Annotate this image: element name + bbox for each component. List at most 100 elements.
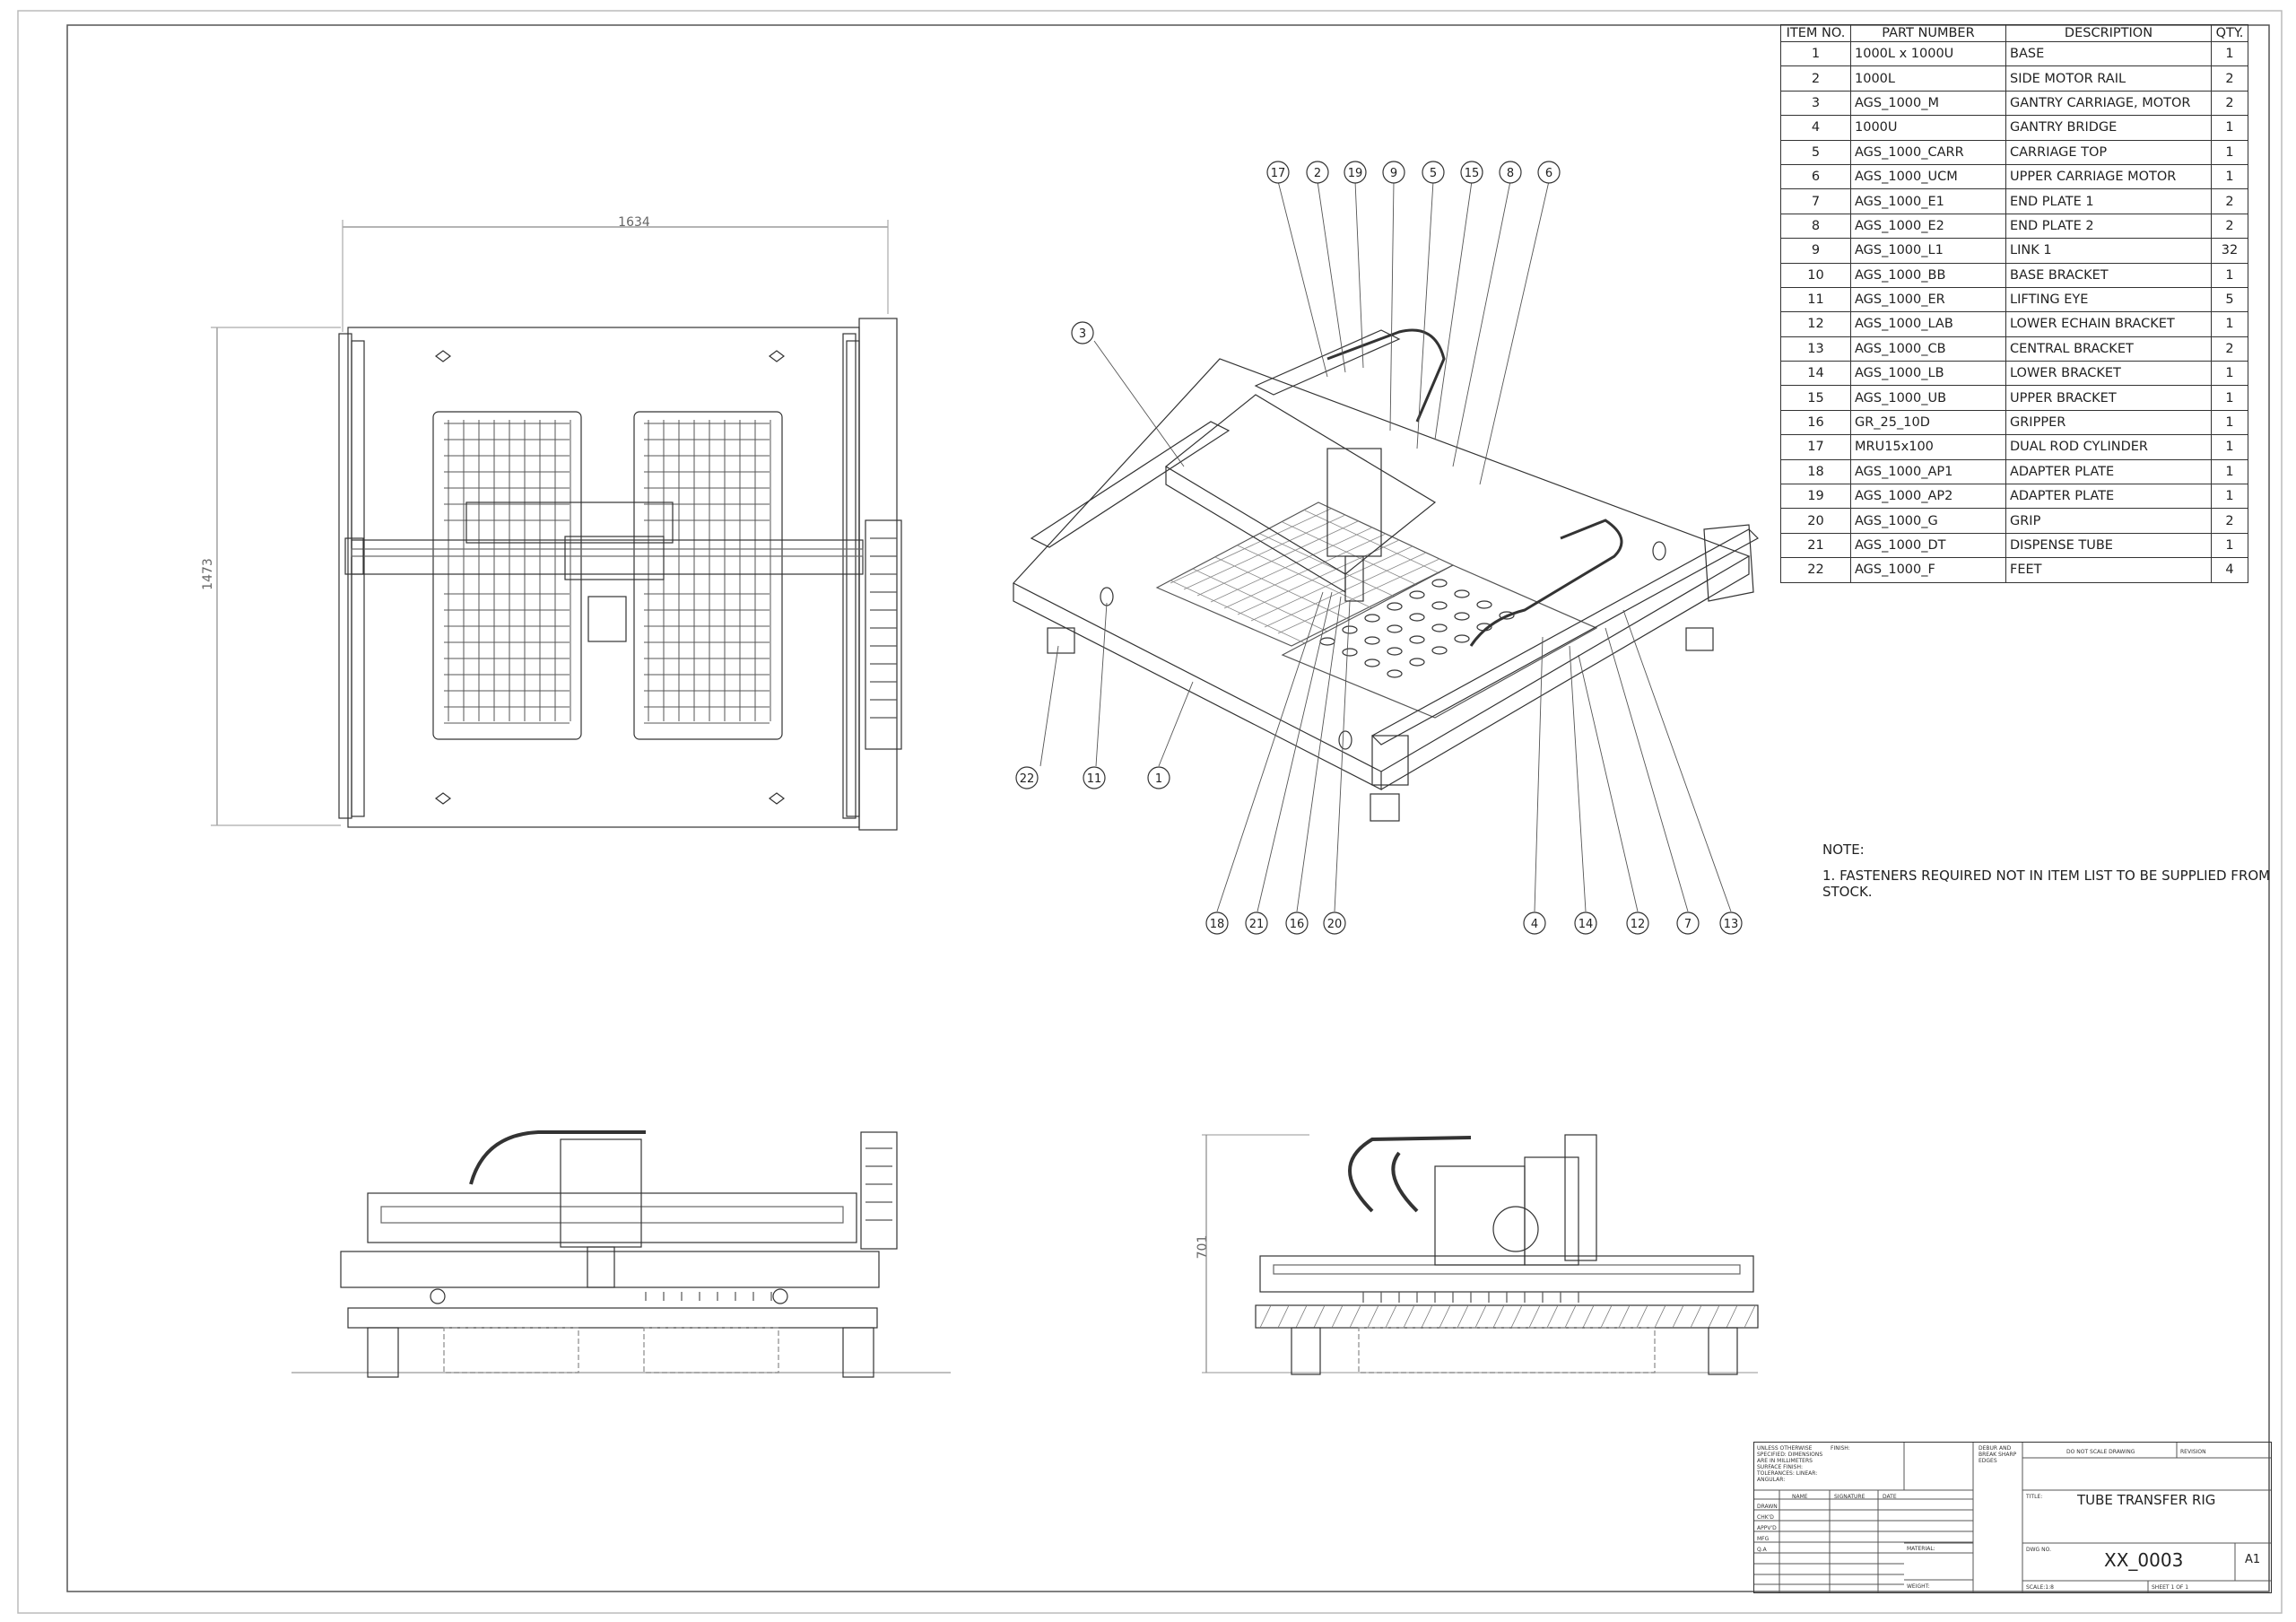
bom-item-no: 3 bbox=[1780, 90, 1851, 117]
bom-description: GANTRY CARRIAGE, MOTOR bbox=[2005, 90, 2212, 117]
bom-description: GANTRY BRIDGE bbox=[2005, 115, 2212, 141]
bom-qty: 1 bbox=[2211, 434, 2248, 460]
balloon-5: 5 bbox=[1430, 167, 1437, 180]
bom-description: END PLATE 2 bbox=[2005, 213, 2212, 240]
bom-qty: 1 bbox=[2211, 40, 2248, 67]
front-view bbox=[291, 1130, 951, 1378]
qa-label: Q.A bbox=[1757, 1547, 1767, 1553]
balloon-13: 13 bbox=[1724, 918, 1739, 931]
balloon-16: 16 bbox=[1290, 918, 1305, 931]
bom-description: LOWER BRACKET bbox=[2005, 361, 2212, 387]
bom-header-part-number: PART NUMBER bbox=[1850, 24, 2006, 42]
balloon-19: 19 bbox=[1348, 167, 1363, 180]
bom-item-no: 13 bbox=[1780, 336, 1851, 362]
drawing-number: XX_0003 bbox=[2104, 1549, 2184, 1571]
bom-description: GRIP bbox=[2005, 508, 2212, 534]
material-label: MATERIAL: bbox=[1907, 1546, 1935, 1552]
balloon-12: 12 bbox=[1631, 918, 1646, 931]
balloon-9: 9 bbox=[1390, 167, 1397, 180]
bom-description: UPPER BRACKET bbox=[2005, 385, 2212, 411]
top-view bbox=[211, 220, 902, 831]
bom-item-no: 9 bbox=[1780, 238, 1851, 264]
title-block: UNLESS OTHERWISE SPECIFIED: DIMENSIONS A… bbox=[1753, 1442, 2272, 1593]
drawing-title: TUBE TRANSFER RIG bbox=[2077, 1492, 2216, 1508]
bom-qty: 2 bbox=[2211, 213, 2248, 240]
bom-item-no: 18 bbox=[1780, 458, 1851, 485]
bom-description: LIFTING EYE bbox=[2005, 286, 2212, 313]
outer-border bbox=[17, 10, 2283, 1614]
signature-header: SIGNATURE bbox=[1834, 1494, 1866, 1500]
balloon-8: 8 bbox=[1507, 167, 1514, 180]
balloon-6: 6 bbox=[1545, 167, 1552, 180]
bom-item-no: 22 bbox=[1780, 557, 1851, 583]
bom-qty: 2 bbox=[2211, 65, 2248, 92]
appvd-label: APPV'D bbox=[1757, 1525, 1777, 1531]
bom-qty: 1 bbox=[2211, 361, 2248, 387]
bom-part-number: AGS_1000_LAB bbox=[1850, 311, 2006, 337]
balloon-17: 17 bbox=[1271, 167, 1286, 180]
bom-header-qty: QTY. bbox=[2211, 24, 2248, 42]
bom-description: UPPER CARRIAGE MOTOR bbox=[2005, 163, 2212, 190]
weight-label: WEIGHT: bbox=[1907, 1583, 1930, 1590]
tolerances-text: UNLESS OTHERWISE SPECIFIED: DIMENSIONS A… bbox=[1757, 1445, 1823, 1483]
bom-qty: 2 bbox=[2211, 336, 2248, 362]
title-block-lines bbox=[1753, 1442, 2272, 1593]
bom-item-no: 16 bbox=[1780, 409, 1851, 436]
bom-description: CARRIAGE TOP bbox=[2005, 139, 2212, 165]
balloon-7: 7 bbox=[1684, 918, 1692, 931]
bom-qty: 2 bbox=[2211, 188, 2248, 214]
bom-part-number: AGS_1000_CB bbox=[1850, 336, 2006, 362]
revision-label: REVISION bbox=[2180, 1449, 2206, 1455]
bom-part-number: AGS_1000_AP1 bbox=[1850, 458, 2006, 485]
bom-qty: 32 bbox=[2211, 238, 2248, 264]
bom-description: DUAL ROD CYLINDER bbox=[2005, 434, 2212, 460]
bom-part-number: AGS_1000_DT bbox=[1850, 532, 2006, 559]
balloon-15: 15 bbox=[1465, 167, 1480, 180]
balloon-4: 4 bbox=[1531, 918, 1538, 931]
do-not-scale-text: DO NOT SCALE DRAWING bbox=[2066, 1449, 2135, 1455]
date-header: DATE bbox=[1883, 1494, 1897, 1500]
bom-item-no: 21 bbox=[1780, 532, 1851, 559]
balloon-14: 14 bbox=[1578, 918, 1594, 931]
finish-label: FINISH: bbox=[1831, 1445, 1850, 1452]
bom-item-no: 10 bbox=[1780, 262, 1851, 288]
balloon-18: 18 bbox=[1210, 918, 1225, 931]
isometric-view bbox=[1013, 180, 1759, 912]
bom-qty: 1 bbox=[2211, 458, 2248, 485]
bom-item-no: 4 bbox=[1780, 115, 1851, 141]
bom-part-number: AGS_1000_L1 bbox=[1850, 238, 2006, 264]
drawn-label: DRAWN bbox=[1757, 1504, 1778, 1510]
bom-qty: 1 bbox=[2211, 311, 2248, 337]
balloon-labels: 17 2 19 9 5 15 8 6 3 22 11 1 18 21 16 20… bbox=[1020, 167, 1739, 931]
scale-label: SCALE:1:8 bbox=[2026, 1584, 2054, 1591]
bom-part-number: AGS_1000_G bbox=[1850, 508, 2006, 534]
bom-part-number: GR_25_10D bbox=[1850, 409, 2006, 436]
bom-item-no: 19 bbox=[1780, 484, 1851, 510]
bom-qty: 1 bbox=[2211, 262, 2248, 288]
bom-part-number: AGS_1000_AP2 bbox=[1850, 484, 2006, 510]
chkd-label: CHK'D bbox=[1757, 1514, 1774, 1521]
bom-item-no: 1 bbox=[1780, 40, 1851, 67]
bom-qty: 1 bbox=[2211, 385, 2248, 411]
dimension-side-height: 701 bbox=[1196, 1235, 1210, 1260]
bom-part-number: AGS_1000_E1 bbox=[1850, 188, 2006, 214]
note-line-1: 1. FASTENERS REQUIRED NOT IN ITEM LIST T… bbox=[1822, 868, 2271, 900]
balloon-11: 11 bbox=[1087, 772, 1102, 786]
dimension-top-height: 1473 bbox=[201, 558, 215, 590]
